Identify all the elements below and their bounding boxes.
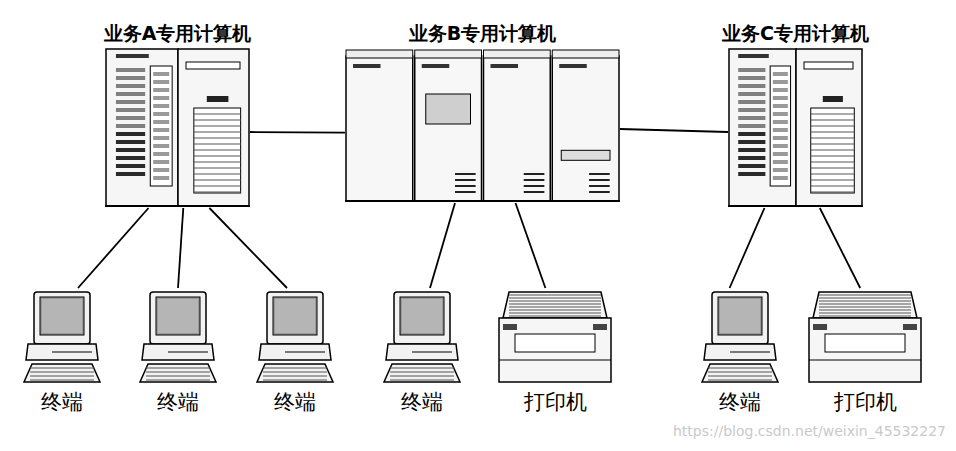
node-label: 终端 (401, 388, 443, 416)
terminal-node: 终端 (22, 288, 102, 418)
computer-node: 业务C专用计算机 (728, 18, 863, 208)
terminal-illustration (382, 288, 462, 386)
computer-illustration (345, 48, 620, 203)
connection-line (178, 208, 183, 288)
connection-line (250, 131, 345, 133)
terminal-node: 终端 (700, 288, 780, 418)
node-label: 终端 (41, 388, 83, 416)
computer-illustration (728, 48, 863, 208)
node-label: 业务C专用计算机 (722, 18, 869, 48)
computer-illustration (105, 48, 250, 208)
node-label: 终端 (274, 388, 316, 416)
connection-line (620, 129, 728, 132)
node-label: 业务B专用计算机 (409, 18, 556, 48)
terminal-node: 终端 (138, 288, 218, 418)
terminal-illustration (255, 288, 335, 386)
connection-line (730, 208, 765, 288)
watermark: https://blog.csdn.net/weixin_45532227 (673, 423, 946, 439)
node-label: 打印机 (834, 388, 897, 416)
node-label: 终端 (719, 388, 761, 416)
terminal-node: 终端 (382, 288, 462, 418)
connection-line (78, 208, 149, 288)
connection-line (430, 203, 455, 288)
terminal-illustration (138, 288, 218, 386)
terminal-node: 终端 (255, 288, 335, 418)
connection-line (209, 208, 287, 288)
computer-node: 业务B专用计算机 (345, 18, 620, 203)
connection-line (820, 208, 860, 288)
node-label: 终端 (157, 388, 199, 416)
computer-node: 业务A专用计算机 (105, 18, 250, 208)
node-label: 业务A专用计算机 (104, 18, 252, 48)
terminal-illustration (22, 288, 102, 386)
printer-node: 打印机 (495, 288, 615, 418)
printer-illustration (495, 288, 615, 386)
terminal-illustration (700, 288, 780, 386)
printer-node: 打印机 (805, 288, 925, 418)
connection-line (516, 203, 546, 288)
printer-illustration (805, 288, 925, 386)
node-label: 打印机 (524, 388, 587, 416)
